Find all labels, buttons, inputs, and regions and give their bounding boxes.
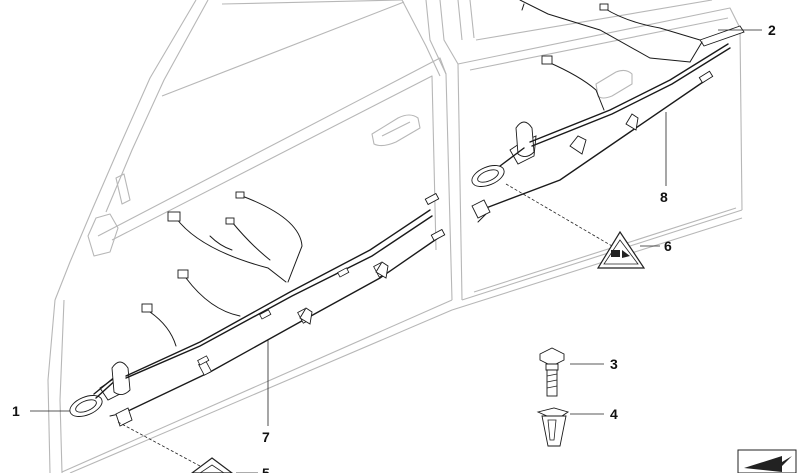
callout-4: 4 xyxy=(610,406,618,422)
callout-3: 3 xyxy=(610,356,618,372)
callout-5: 5 xyxy=(262,465,270,473)
callout-1: 1 xyxy=(12,403,20,419)
leader-lines xyxy=(30,29,762,473)
screw-part-3 xyxy=(539,347,565,397)
warning-label-part-5 xyxy=(191,457,233,473)
callout-7: 7 xyxy=(262,429,270,445)
nut-clip-part-4 xyxy=(536,407,570,447)
callout-2: 2 xyxy=(768,22,776,38)
vehicle-body-outline xyxy=(47,0,743,473)
rear-door-wiring-harness xyxy=(471,0,745,223)
front-door-wiring-harness xyxy=(69,191,446,427)
callout-numbers: 1 2 3 4 5 6 7 8 xyxy=(12,22,776,473)
callout-8: 8 xyxy=(660,189,668,205)
warning-label-part-6 xyxy=(596,230,646,269)
corner-arrow-icon xyxy=(737,449,797,473)
callout-6: 6 xyxy=(664,238,672,254)
